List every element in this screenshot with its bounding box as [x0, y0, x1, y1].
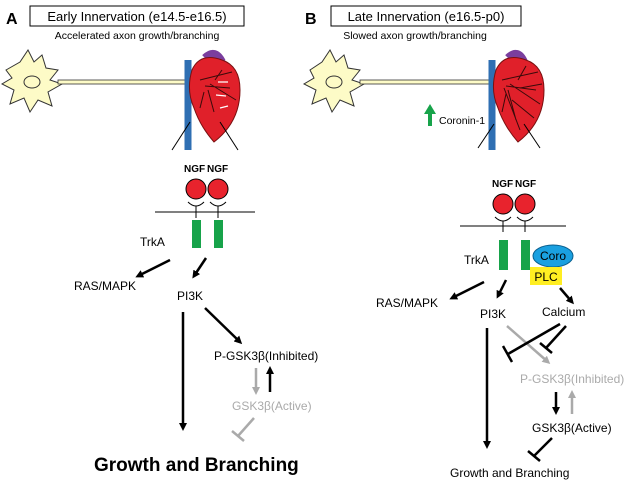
heart-b — [488, 49, 545, 150]
coronin-up-arrowhead — [424, 104, 436, 114]
coronin-label: Coronin-1 — [439, 115, 485, 127]
growth-label-b: Growth and Branching — [450, 466, 569, 480]
gsk-label-b: GSK3β(Active) — [532, 421, 612, 435]
neuron-b — [302, 49, 501, 114]
trka-bar-a1 — [192, 220, 201, 248]
trka-label-b: TrkA — [464, 253, 489, 267]
receptor-cup-a1 — [187, 201, 205, 207]
panel-b-title: Late Innervation (e16.5-p0) — [348, 9, 505, 24]
panel-b-subtitle: Slowed axon growth/branching — [343, 30, 487, 42]
calcium-label: Calcium — [542, 305, 585, 319]
ngf-ball-a1 — [185, 178, 207, 200]
panel-b-letter: B — [305, 11, 317, 28]
ngf-ball-a2 — [207, 178, 229, 200]
panel-a-subtitle: Accelerated axon growth/branching — [55, 30, 220, 42]
panel-a-title: Early Innervation (e14.5-e16.5) — [47, 9, 226, 24]
receptor-cup-a2 — [209, 201, 227, 207]
heart-a — [184, 49, 241, 150]
inhibit-bar-calcium-pi3k — [501, 345, 514, 363]
gsk-label-a: GSK3β(Active) — [232, 399, 312, 413]
arrow-plc-calcium-b — [559, 287, 574, 305]
panel-a-letter: A — [6, 11, 18, 28]
receptor-cup-b1 — [494, 216, 512, 222]
plc-box — [530, 267, 562, 285]
ngf-label-b2: NGF — [515, 179, 536, 190]
ngf-label-a: NGF — [184, 164, 205, 175]
ngf-ball-b2 — [514, 193, 536, 215]
trka-label-a: TrkA — [140, 235, 165, 249]
panel-b: B Late Innervation (e16.5-p0) Slowed axo… — [302, 5, 624, 480]
coro-label: Coro — [540, 249, 566, 263]
ngf-ball-b1 — [492, 193, 514, 215]
inhibit-calcium-pgsk — [545, 325, 567, 349]
inhibit-gsk-growth-a — [237, 417, 255, 437]
zoom-line-right-a — [219, 121, 239, 151]
ras-label-a: RAS/MAPK — [74, 279, 136, 293]
arrow-trka-pi3k-b — [496, 279, 508, 299]
arrow-trka-ras-b — [449, 280, 485, 300]
plc-label: PLC — [534, 270, 558, 284]
receptor-cup-b2 — [516, 216, 534, 222]
neuron-a — [0, 49, 204, 114]
zoom-line-left-b — [477, 123, 495, 149]
pgsk-label-a: P-GSK3β(Inhibited) — [214, 349, 318, 363]
panel-b-title-box — [330, 5, 522, 27]
inhibit-gsk-growth-b — [533, 437, 553, 457]
trka-bar-b2 — [521, 240, 530, 270]
arrow-pi3k-pgsk-a — [204, 307, 243, 345]
ngf-label-a2: NGF — [207, 164, 228, 175]
growth-label-a: Growth and Branching — [94, 455, 299, 476]
trka-bar-a2 — [214, 220, 223, 248]
pi3k-label-b: PI3K — [480, 307, 506, 321]
arrow-trka-pi3k-a — [192, 257, 208, 279]
panel-a-title-box — [29, 5, 245, 27]
pi3k-label-a: PI3K — [177, 289, 203, 303]
inhibit-bar-b — [527, 450, 541, 462]
inhibit-bar-a — [231, 430, 245, 442]
inhibit-calcium-pi3k — [507, 322, 561, 356]
panel-a: A Early Innervation (e14.5-e16.5) Accele… — [0, 5, 318, 476]
ngf-label-b: NGF — [492, 179, 513, 190]
inhibit-bar-calcium-pgsk — [539, 342, 553, 354]
zoom-line-right-b — [523, 123, 541, 149]
zoom-line-left-a — [171, 121, 191, 151]
ras-label-b: RAS/MAPK — [376, 296, 438, 310]
pgsk-label-b: P-GSK3β(Inhibited) — [520, 372, 624, 386]
arrow-trka-ras-a — [135, 258, 171, 278]
trka-bar-b1 — [499, 240, 508, 270]
